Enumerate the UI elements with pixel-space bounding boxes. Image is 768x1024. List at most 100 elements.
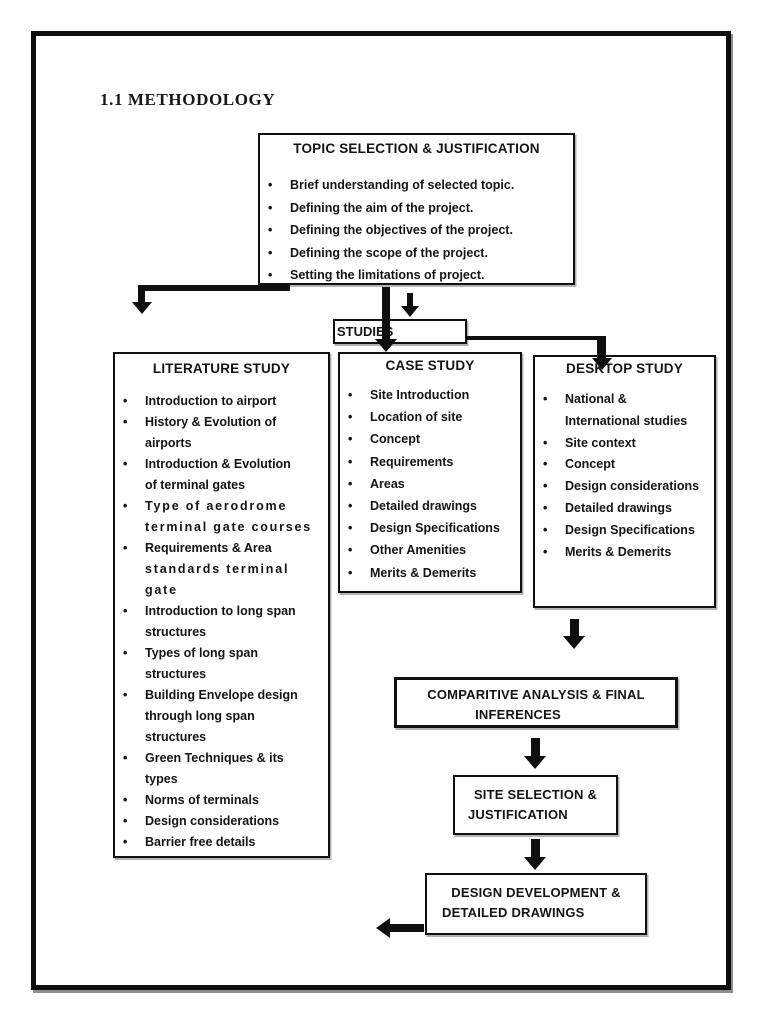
bullet-icon: •	[348, 565, 353, 580]
list-item-text: Design Specifications	[370, 521, 500, 536]
literature-study-title: LITERATURE STUDY	[152, 361, 291, 376]
case-study-title: CASE STUDY	[385, 358, 475, 373]
list-item-text: Location of site	[370, 410, 463, 425]
list-item-text: Brief understanding of selected topic.	[290, 178, 515, 192]
bullet-icon: •	[123, 835, 128, 849]
bullet-icon: •	[123, 415, 128, 429]
bullet-icon: •	[123, 394, 128, 408]
bullet-icon: •	[348, 476, 353, 491]
list-item-text: Design Specifications	[565, 522, 695, 537]
text-line: JUSTIFICATION	[468, 807, 568, 822]
case-study-list: •Site Introduction•Location of site•Conc…	[340, 384, 520, 584]
comparative-analysis-box: COMPARITIVE ANALYSIS & FINAL INFERENCES	[394, 677, 678, 728]
bullet-icon: •	[123, 814, 128, 828]
studies-label: STUDIES	[337, 324, 394, 339]
list-item: •Design Specifications	[535, 520, 714, 542]
bullet-icon: •	[123, 457, 128, 471]
list-item-text: Areas	[370, 476, 405, 491]
list-item-text: Design considerations	[565, 479, 700, 494]
arrow-down-icon	[524, 756, 546, 769]
list-item: • Site Introduction	[340, 384, 520, 406]
arrow-horizontal-line	[467, 336, 606, 340]
list-item: • Design considerations	[115, 811, 328, 832]
studies-box: STUDIES	[333, 319, 467, 344]
bullet-icon: •	[123, 793, 128, 807]
list-item-text: Defining the aim of the project.	[290, 200, 474, 215]
list-item-text: Site Introduction	[370, 388, 470, 402]
list-item: •Requirements	[340, 451, 520, 473]
design-development-box: DESIGN DEVELOPMENT & DETAILED DRAWINGS	[425, 873, 647, 935]
bullet-icon: •	[348, 432, 353, 447]
bullet-icon: •	[268, 268, 273, 282]
text-line: INFERENCES	[475, 707, 561, 722]
list-item-text: Site context	[565, 435, 636, 450]
list-item: • Concept	[535, 454, 714, 476]
list-item: •Barrier free details	[115, 832, 328, 853]
arrow-vertical-line	[138, 285, 145, 302]
section-heading: 1.1 METHODOLOGY	[100, 90, 276, 109]
list-item: •Design considerations	[535, 476, 714, 498]
text-line: COMPARITIVE ANALYSIS & FINAL	[427, 687, 645, 702]
list-item: •Site context	[535, 433, 714, 455]
list-item: •Defining the objectives of the project.	[260, 219, 573, 242]
text-line: DESIGN DEVELOPMENT &	[451, 885, 621, 900]
list-item: •Detailed drawings	[535, 498, 714, 520]
list-item-text: Defining the scope of the project.	[290, 245, 488, 260]
bullet-icon: •	[268, 245, 273, 260]
list-item-text: Other Amenities	[370, 543, 467, 558]
list-item: • Brief understanding of selected topic.	[260, 174, 573, 197]
list-item-text: Norms of terminals	[145, 793, 259, 807]
bullet-icon: •	[543, 392, 548, 406]
arrow-vertical-line	[407, 293, 413, 306]
arrow-horizontal-line	[390, 924, 424, 932]
text-line: DETAILED DRAWINGS	[442, 905, 585, 920]
arrow-down-icon	[592, 358, 612, 370]
bullet-icon: •	[348, 454, 353, 469]
list-item: • Norms of terminals	[115, 790, 328, 811]
list-item-text: Concept	[370, 432, 420, 447]
arrow-horizontal-line	[138, 285, 290, 291]
literature-study-list: • Introduction to airport •History & Evolu…	[115, 391, 328, 853]
arrow-vertical-line	[531, 839, 540, 857]
arrow-left-icon	[376, 918, 390, 938]
list-item: •Merits & Demerits	[535, 542, 714, 564]
list-item: • Concept	[340, 428, 520, 450]
arrow-down-icon	[375, 339, 397, 352]
arrow-vertical-line	[531, 738, 540, 756]
arrow-down-icon	[563, 636, 585, 649]
list-item-text: Design considerations	[145, 814, 280, 828]
list-item: •Location of site	[340, 406, 520, 428]
bullet-icon: •	[543, 544, 548, 559]
bullet-icon: •	[123, 604, 128, 618]
list-item-text: Merits & Demerits	[370, 565, 477, 580]
bullet-icon: •	[123, 499, 128, 513]
bullet-icon: •	[348, 388, 353, 402]
list-item: •Setting the limitations of project.	[260, 264, 573, 287]
bullet-icon: •	[268, 178, 273, 192]
bullet-icon: •	[543, 457, 548, 472]
list-item-text: Concept	[565, 457, 615, 472]
list-item-text: Detailed drawings	[370, 499, 477, 514]
bullet-icon: •	[268, 200, 273, 215]
bullet-icon: •	[123, 688, 128, 702]
list-item-text: Introduction to airport	[145, 394, 277, 408]
bullet-icon: •	[123, 646, 128, 660]
topic-selection-list: •Brief understanding of selected topic.•…	[260, 174, 573, 287]
arrow-down-icon	[401, 306, 419, 317]
bullet-icon: •	[123, 541, 128, 555]
list-item: • Defining the scope of the project.	[260, 242, 573, 265]
